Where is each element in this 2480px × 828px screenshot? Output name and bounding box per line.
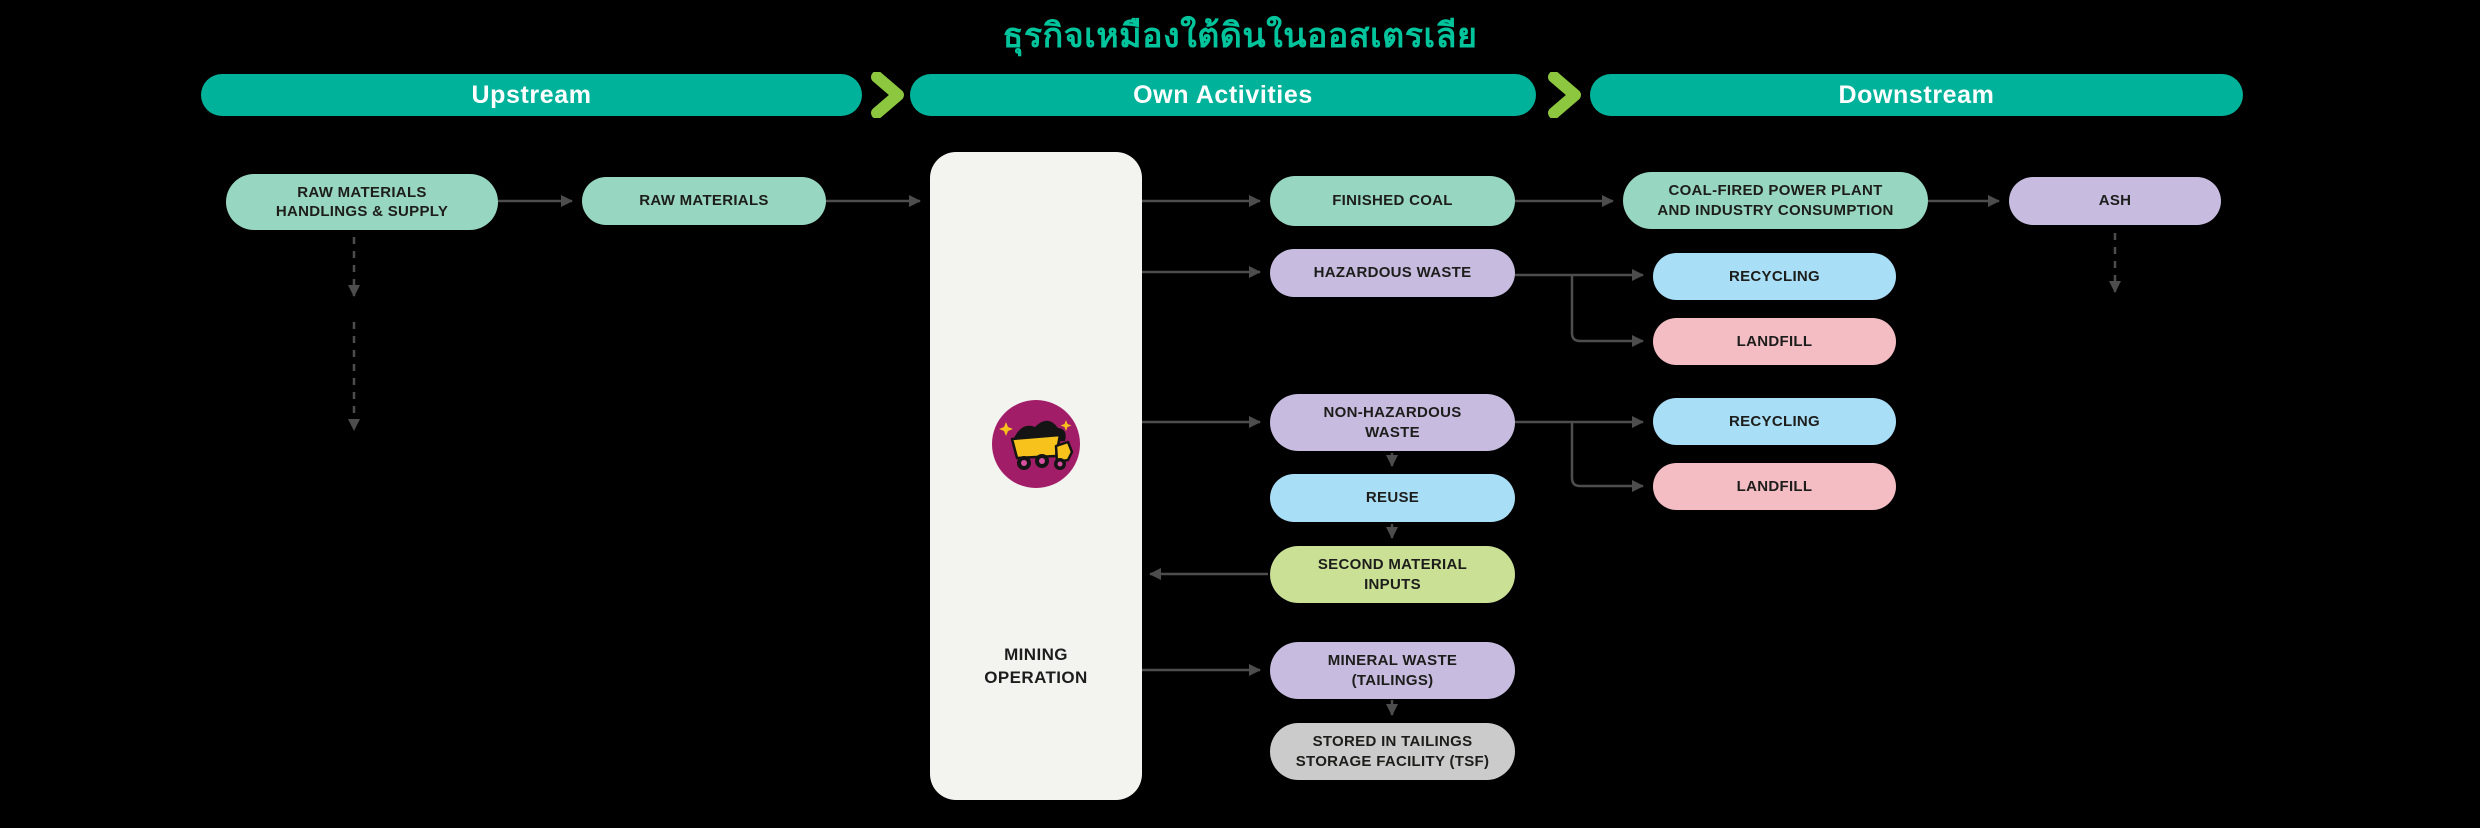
node-stored-tsf: STORED IN TAILINGS STORAGE FACILITY (TSF… (1270, 723, 1515, 780)
stage-bar-downstream: Downstream (1590, 74, 2243, 116)
node-hazardous-waste: HAZARDOUS WASTE (1270, 249, 1515, 297)
node-reuse: REUSE (1270, 474, 1515, 522)
node-non-hazardous-waste: NON-HAZARDOUS WASTE (1270, 394, 1515, 451)
node-mineral-waste: MINERAL WASTE (TAILINGS) (1270, 642, 1515, 699)
node-coal-fired-plant: COAL-FIRED POWER PLANT AND INDUSTRY CONS… (1623, 172, 1928, 229)
node-raw-materials-supply: RAW MATERIALS HANDLINGS & SUPPLY (226, 174, 498, 230)
node-second-material-inputs: SECOND MATERIAL INPUTS (1270, 546, 1515, 603)
node-raw-materials: RAW MATERIALS (582, 177, 826, 225)
connector-nonhazardous-to-landfill (1570, 422, 1644, 492)
chevron-right-icon (1548, 72, 1581, 118)
node-recycling-hazardous: RECYCLING (1653, 253, 1896, 300)
mining-operation-box: MINING OPERATION (930, 152, 1142, 800)
mining-operation-label: MINING OPERATION (984, 645, 1088, 687)
chevron-right-icon (871, 72, 904, 118)
node-ash: ASH (2009, 177, 2221, 225)
node-recycling-non-hazardous: RECYCLING (1653, 398, 1896, 445)
node-landfill-non-hazardous: LANDFILL (1653, 463, 1896, 510)
node-finished-coal: FINISHED COAL (1270, 176, 1515, 226)
stage-bar-upstream: Upstream (201, 74, 862, 116)
connector-hazardous-to-landfill (1570, 275, 1644, 347)
node-landfill-hazardous: LANDFILL (1653, 318, 1896, 365)
stage-bar-own-activities: Own Activities (910, 74, 1536, 116)
page-title: ธุรกิจเหมืองใต้ดินในออสเตรเลีย (1002, 17, 1478, 55)
mining-truck-icon (992, 400, 1080, 488)
